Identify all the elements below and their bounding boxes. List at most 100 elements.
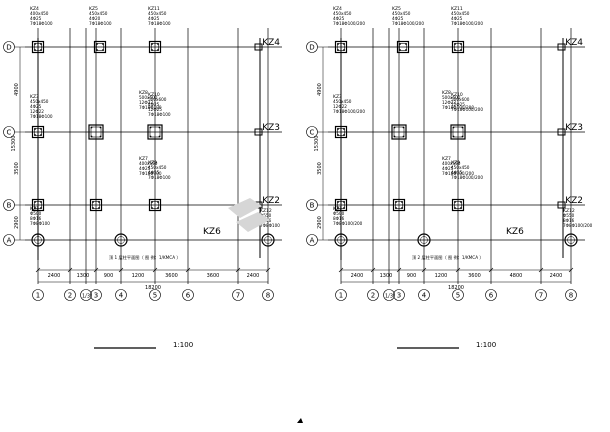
- axis-label-number: 8: [266, 292, 270, 300]
- rebar-dot: [158, 135, 161, 138]
- rebar-dot: [96, 49, 98, 51]
- rebar-dot: [158, 126, 161, 129]
- column-note-line: 400x550: [139, 161, 158, 166]
- rebar-dot: [96, 43, 98, 45]
- rebar-dot: [34, 134, 36, 136]
- column-note-line: 8Φ16: [30, 216, 42, 221]
- column-small: [557, 128, 566, 136]
- column-note-line: 4Φ25: [148, 102, 160, 107]
- rebar-dot: [34, 128, 36, 130]
- rebar-dot: [337, 201, 339, 203]
- watermark-shape: [236, 212, 270, 232]
- column-square: [396, 40, 410, 54]
- rebar-dot: [92, 207, 94, 209]
- rebar-dot: [337, 134, 339, 136]
- axis-label-letter: C: [310, 129, 315, 137]
- column-note-line: 7Φ8Φ100/200: [333, 221, 363, 226]
- column-round-core: [337, 236, 345, 244]
- column-note-line: 7Φ18Φ100: [30, 21, 53, 26]
- column-rebar-cage: [399, 43, 407, 51]
- column-note-id: KZ3: [30, 94, 39, 100]
- rebar-dot: [40, 43, 42, 45]
- axis-label-letter: B: [310, 202, 315, 210]
- rebar-dot: [393, 135, 396, 138]
- column-rebar-cage: [96, 43, 104, 51]
- frame-tag: KZ4: [262, 38, 280, 48]
- rebar-dot: [460, 49, 462, 51]
- rebar-dot: [337, 207, 339, 209]
- rebar-dot: [405, 49, 407, 51]
- axis-label-number: 4: [119, 292, 124, 300]
- column-note-line: 450x450: [30, 99, 49, 104]
- column-round: [417, 233, 431, 247]
- column-round-core: [34, 236, 42, 244]
- column-small: [254, 128, 263, 136]
- axis-bubble: [535, 289, 547, 301]
- column-note-line: 450x450: [89, 11, 108, 16]
- rebar-dot: [157, 43, 159, 45]
- column-note-id: KZ5: [89, 6, 98, 12]
- column-note-line: 8Φ16: [563, 218, 575, 223]
- column-note-line: 7Φ18Φ100: [30, 114, 53, 119]
- rebar-dot: [460, 207, 462, 209]
- axis-bubble: [367, 289, 379, 301]
- rebar-dot: [405, 43, 407, 45]
- dimension-text: 900: [104, 273, 114, 279]
- dimension-total-text: 18200: [145, 285, 161, 291]
- column-round-core: [117, 236, 125, 244]
- axis-label-number: 3: [94, 292, 98, 300]
- axis-label-number: 6: [489, 292, 494, 300]
- column-square: [391, 124, 407, 140]
- dimension-tick: [568, 267, 574, 273]
- axis-bubble: [232, 289, 244, 301]
- column-note-line: 7Φ18Φ100: [148, 175, 171, 180]
- rebar-dot: [157, 49, 159, 51]
- axis-label-letter: D: [309, 44, 314, 52]
- column-note-line: 7Φ18Φ100/200: [451, 175, 483, 180]
- rebar-dot: [157, 207, 159, 209]
- column-note-line: 12Φ25: [451, 102, 465, 107]
- column-note-line: 7Φ8Φ100/200: [563, 223, 593, 228]
- column-round: [114, 233, 128, 247]
- rebar-dot: [40, 207, 42, 209]
- column-note-line: 7Φ8Φ100: [30, 221, 50, 226]
- column-note-id: KZ1: [30, 206, 39, 212]
- column-square: [392, 198, 406, 212]
- rebar-dot: [461, 135, 464, 138]
- rebar-dot: [40, 134, 42, 136]
- column-rebar-cage: [92, 201, 100, 209]
- column-round: [261, 233, 275, 247]
- column-small: [254, 43, 263, 51]
- rebar-dot: [102, 49, 104, 51]
- axis-bubble: [452, 289, 464, 301]
- column-note-line: 4Φ25: [148, 16, 160, 21]
- column-note-line: 400x550: [442, 161, 461, 166]
- rebar-dot: [395, 207, 397, 209]
- column-round: [564, 233, 578, 247]
- rebar-dot: [343, 207, 345, 209]
- rebar-dot: [399, 49, 401, 51]
- dimension-text: 2400: [351, 273, 364, 279]
- column-note-id: KZ5: [392, 6, 401, 12]
- dimension-text-left: 4900: [317, 83, 323, 96]
- column-round: [31, 233, 45, 247]
- column-note-line: Φ500: [333, 211, 345, 216]
- column-note-line: 7Φ18Φ100/200: [451, 21, 483, 26]
- column-note-id: KZ8: [139, 90, 148, 96]
- dimension-text: 1200: [132, 273, 145, 279]
- column-note-id: KZ9: [148, 160, 157, 166]
- frame-tag: KZ4: [565, 38, 583, 48]
- dimension-tick: [338, 267, 344, 273]
- axis-label-number: 1: [339, 292, 343, 300]
- rebar-dot: [402, 135, 405, 138]
- dimension-text: 3600: [468, 273, 481, 279]
- column-square: [451, 198, 465, 212]
- column-note-line: 12Φ25: [148, 107, 162, 112]
- rebar-dot: [343, 134, 345, 136]
- dimension-tick: [421, 267, 427, 273]
- axis-label-letter: C: [7, 129, 12, 137]
- column-note-line: 4Φ25: [442, 166, 454, 171]
- dimension-tick: [488, 267, 494, 273]
- axis-label-number: 7: [539, 292, 543, 300]
